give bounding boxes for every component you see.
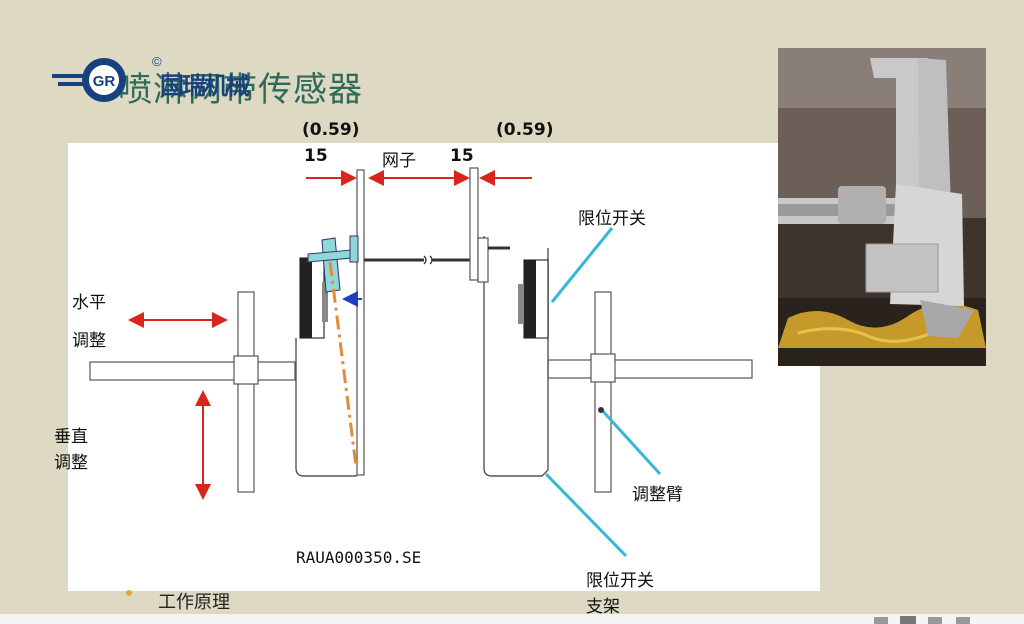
logo-text: 国瑞机械 <box>160 72 250 100</box>
vertical-adjust-label-2: 调整 <box>54 453 88 473</box>
left-horizontal-bar <box>89 361 296 381</box>
vertical-adjust-label-1: 垂直 <box>54 427 88 447</box>
logo-registered-mark: © <box>152 54 162 69</box>
right-horizontal-bar <box>547 359 753 379</box>
horizontal-adjust-label-2: 调整 <box>72 331 106 351</box>
left-mesh-plate <box>356 169 365 476</box>
dim-right-mm: 15 <box>450 146 474 166</box>
bullet-dot <box>126 590 132 596</box>
right-mesh-plate <box>469 167 479 281</box>
sensor-photo <box>778 48 986 366</box>
callout-limit-switch <box>550 227 614 303</box>
bracket-label-1: 限位开关 <box>586 571 654 591</box>
nav-icon <box>874 617 888 624</box>
slide-nav-icons[interactable] <box>874 616 994 624</box>
drawing-code: RAUA000350.SE <box>296 548 422 567</box>
company-logo: GR © <box>52 54 162 102</box>
dim-left-inch: (0.59) <box>302 120 360 140</box>
callout-adjust-arm <box>598 406 662 476</box>
callout-bracket <box>544 472 628 558</box>
mesh-label: 网子 <box>382 151 416 171</box>
right-clamp <box>590 353 616 383</box>
nav-icon <box>900 616 916 624</box>
horizontal-adjust-label-1: 水平 <box>72 293 106 313</box>
adjust-arm-label: 调整臂 <box>632 485 683 505</box>
right-switch-bracket <box>483 236 549 477</box>
logo-badge: GR <box>93 73 116 90</box>
left-clamp <box>233 355 259 385</box>
nav-icon <box>956 617 970 624</box>
bottom-bar <box>0 614 1024 624</box>
nav-icon <box>928 617 942 624</box>
dim-left-mm: 15 <box>304 146 328 166</box>
slide-title: 喷淋网带传感器 <box>118 70 363 110</box>
left-vertical-post <box>237 291 255 493</box>
left-switch-bracket <box>295 210 363 477</box>
adjust-arm <box>594 291 612 493</box>
limit-switch-label: 限位开关 <box>578 209 646 229</box>
dim-right-inch: (0.59) <box>496 120 554 140</box>
bullet-text: 工作原理 <box>158 592 230 613</box>
bracket-label-2: 支架 <box>586 597 620 617</box>
